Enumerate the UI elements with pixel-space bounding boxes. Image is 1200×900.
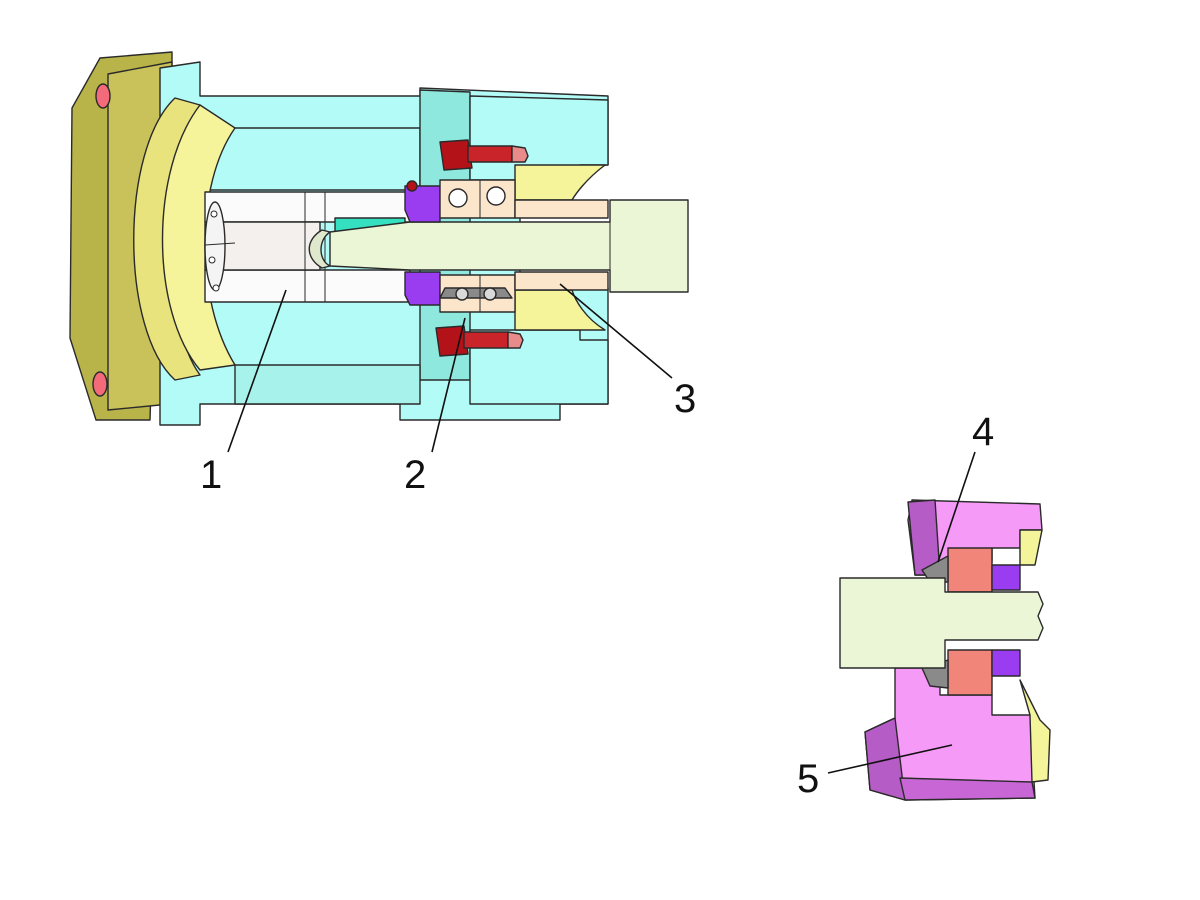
bearing-roller-2 [483, 287, 497, 301]
shaft-end-chamfer [308, 229, 331, 269]
shaft-body [329, 199, 689, 293]
bearing-ball-1 [448, 188, 468, 208]
sleeve-pin-2 [208, 256, 216, 264]
inner-race-bottom [514, 271, 609, 291]
bore-yellow-left [161, 104, 236, 371]
sleeve-pin-1 [210, 210, 218, 218]
housing-b-yellow-top [1019, 529, 1043, 566]
screw-top-shank [467, 145, 513, 163]
retainer-bottom [404, 271, 441, 306]
screw-bottom-head [435, 325, 469, 357]
bore-yellow-right-bottom [514, 289, 606, 331]
leader-4 [937, 451, 976, 563]
screw-top-tip [511, 145, 529, 163]
retainer-top [404, 185, 441, 223]
spacer-bottom [991, 649, 1021, 677]
flange-hole-top [95, 83, 111, 109]
housing-b-yellow-bottom [1019, 679, 1051, 783]
leader-1 [227, 289, 287, 453]
housing-bore [199, 127, 421, 191]
leader-3 [559, 283, 673, 379]
callout-3: 3 [674, 377, 696, 421]
callout-1: 1 [200, 453, 222, 497]
coupling-sleeve [204, 191, 411, 303]
shaft-b [839, 577, 1044, 669]
callout-4: 4 [972, 410, 994, 454]
ring-top [947, 547, 993, 593]
housing-b-base-step [899, 777, 1036, 801]
sleeve-pin-3 [212, 284, 220, 292]
screw-top-head [439, 139, 473, 171]
leader-lines [227, 283, 976, 774]
housing-bottom-lip [234, 364, 421, 405]
callout-2: 2 [404, 453, 426, 497]
bearing-roller-1 [455, 287, 469, 301]
callout-5: 5 [797, 757, 819, 801]
spacer-top [991, 564, 1021, 591]
ring-bottom [947, 649, 993, 696]
sleeve-split-line [204, 242, 236, 246]
leader-5 [827, 744, 953, 774]
lower-assembly [839, 499, 1051, 801]
output-shaft [308, 199, 689, 293]
cap-screw-bottom [435, 325, 524, 357]
screw-bottom-shank [463, 331, 509, 349]
callouts: 1 2 3 4 5 [200, 377, 994, 801]
screw-top-nub [406, 180, 418, 192]
bearing-ball-2 [486, 186, 506, 206]
bearing-assembly [439, 179, 609, 313]
flange-hole-bottom [92, 371, 108, 397]
cap-screw-top [406, 139, 529, 192]
bearing-seal-bottom [439, 287, 513, 299]
screw-bottom-tip [507, 331, 524, 349]
bore-yellow-right-top [514, 164, 606, 201]
upper-assembly [69, 51, 689, 426]
leader-2 [431, 317, 466, 453]
inner-race-top [514, 199, 609, 219]
sleeve-bottom [204, 269, 411, 303]
